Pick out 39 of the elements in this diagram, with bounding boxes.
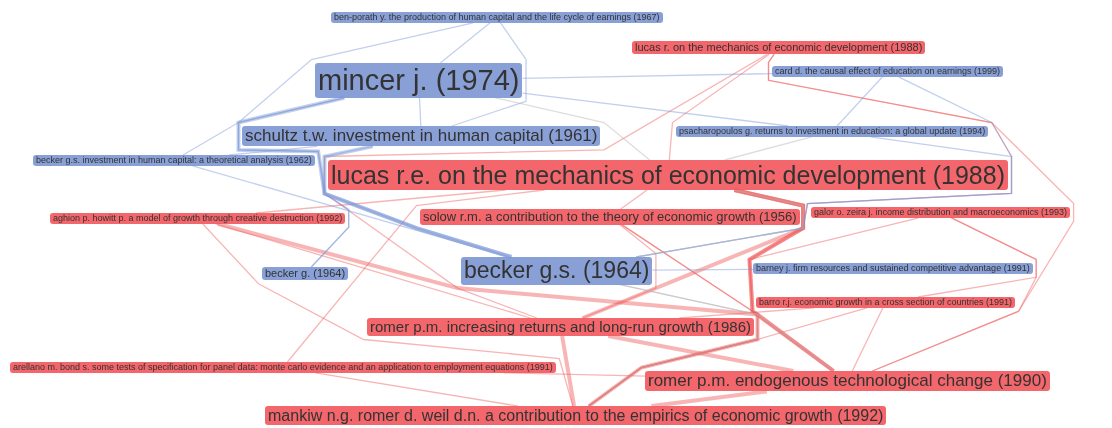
- citation-label: card d. the causal effect of education on earnings (1999): [772, 66, 1003, 77]
- connector-line: [217, 221, 835, 373]
- citation-label: becker g.s. (1964): [461, 257, 653, 285]
- connector-line: [418, 97, 422, 127]
- citation-label: aghion p. howitt p. a model of growth through creative destruction (1992): [50, 213, 346, 224]
- connector-line: [651, 268, 754, 271]
- citation-label: barro r.j. economic growth in a cross section of countries (1991): [756, 297, 1016, 308]
- connector-line: [581, 223, 657, 319]
- citation-label: ben-porath y. the production of human capital and the life cycle of earnings (1967): [331, 12, 663, 23]
- connector-line: [451, 22, 527, 127]
- citation-label: galor o. zeira j. income distribution and macroeconomics (1993): [811, 207, 1071, 218]
- connector-line: [620, 189, 648, 210]
- connector-line: [521, 72, 773, 80]
- connector-line: [237, 97, 350, 268]
- connector-line: [201, 223, 574, 407]
- citation-label: romer p.m. endogenous technological change (1990): [645, 371, 1050, 392]
- citation-label: lucas r.e. on the mechanics of economic development (1988): [328, 160, 1008, 190]
- citation-label: becker g. (1964): [262, 267, 349, 281]
- connector-line: [286, 189, 545, 363]
- citation-label: romer p.m. increasing returns and long-run growth (1986): [367, 318, 754, 336]
- connector-line: [619, 283, 835, 372]
- citation-label: solow r.m. a contribution to the theory of economic growth (1956): [420, 209, 800, 225]
- citation-label: schultz t.w. investment in human capital (1961): [242, 126, 601, 147]
- citation-label: mankiw n.g. romer d. weil d.n. a contribution to the empirics of economic growth (1992): [265, 406, 887, 426]
- citation-label: arellano m. bond s. some tests of specification for panel data: monte carlo evidence and an application to employment equations (1991): [10, 362, 556, 373]
- citation-label: psacharopoulos g. returns to investment in education: a global update (1994): [676, 126, 989, 137]
- connector-line: [635, 189, 804, 258]
- connector-line: [191, 165, 510, 258]
- connector-line: [237, 22, 513, 258]
- connector-line: [521, 92, 789, 127]
- citation-label: mincer j. (1974): [315, 63, 523, 98]
- connector-line: [668, 53, 770, 161]
- connector-line: [851, 307, 884, 372]
- citation-label: barney j. firm resources and sustained competitive advantage (1991): [753, 263, 1033, 274]
- connector-line: [214, 223, 532, 319]
- citation-label: becker g.s. investment in human capital: a theoretical analysis (1962): [33, 155, 315, 166]
- citation-label: lucas r. on the mechanics of economic development (1988): [632, 41, 926, 55]
- connector-line: [917, 217, 1037, 298]
- connector-line: [494, 97, 651, 161]
